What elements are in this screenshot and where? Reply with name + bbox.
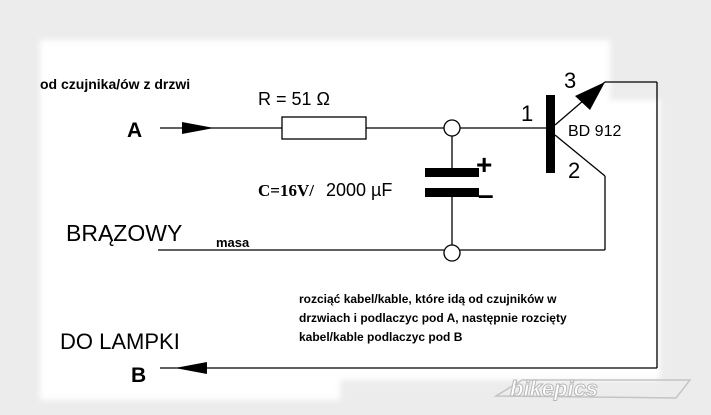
resistor-symbol	[281, 116, 367, 140]
capacitor-voltage-label: C=16V/	[258, 181, 314, 200]
capacitor-plate-bottom	[425, 188, 479, 197]
instruction-line-1: rozciąć kabel/kable, które idą od czujni…	[299, 292, 557, 306]
bikepics-watermark: bikepics	[493, 376, 692, 402]
junction-node-bottom	[443, 244, 461, 262]
transistor-model-label: BD 912	[568, 123, 621, 140]
emitter-arrow-icon	[575, 82, 605, 110]
ground-subscript-label: masa	[216, 235, 250, 250]
pin-1-label: 1	[521, 101, 533, 126]
output-b-label: B	[131, 364, 146, 387]
capacitor-plus-sign: +	[476, 149, 492, 180]
lamp-output-label: DO LAMPKI	[60, 329, 180, 354]
junction-node-top	[443, 119, 461, 137]
sensor-source-label: od czujnika/ów z drzwi	[40, 76, 190, 92]
input-arrow-a-icon	[182, 122, 214, 134]
capacitor-plate-top	[425, 168, 479, 177]
capacitor-value-label: 2000 µF	[326, 180, 392, 200]
background-patches	[40, 40, 660, 400]
resistor-label: R = 51 Ω	[258, 89, 330, 109]
watermark-text: bikepics	[510, 376, 598, 401]
transistor-collector-lead	[554, 134, 606, 177]
instruction-line-2: drzwiach i podlaczyc pod A, następnie ro…	[299, 311, 567, 325]
output-arrow-b-icon	[175, 362, 207, 374]
capacitor-minus-sign: –	[478, 179, 494, 210]
ground-wire-label: BRĄZOWY	[66, 220, 182, 246]
instruction-line-3: kabel/kable podlaczyc pod B	[299, 330, 463, 344]
pin-3-label: 3	[564, 68, 576, 93]
transistor-base-bar	[546, 95, 555, 173]
pin-2-label: 2	[568, 158, 580, 183]
input-a-label: A	[127, 119, 142, 142]
